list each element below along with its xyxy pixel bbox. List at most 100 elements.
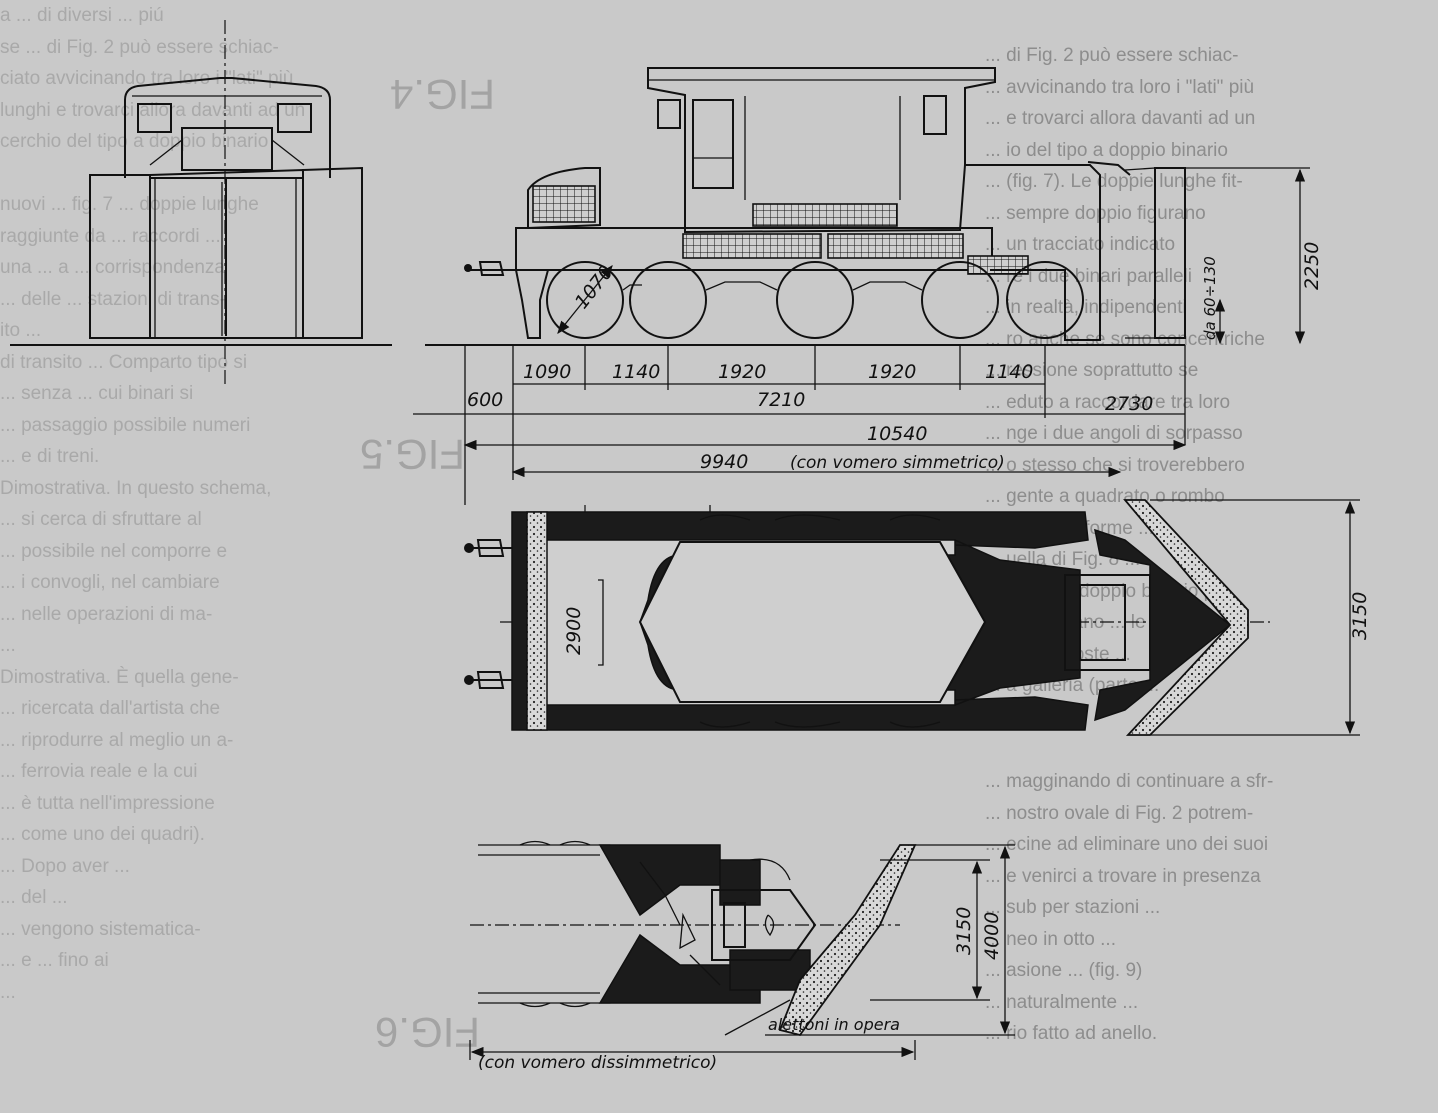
- asym-inner-housing: [711, 889, 817, 961]
- cab-door: [692, 99, 734, 189]
- front-side-box-left: [89, 174, 151, 339]
- front-hood-slope-left: [149, 139, 183, 166]
- front-bonnet: [527, 167, 601, 230]
- vent-grille-top: [752, 203, 898, 227]
- asym-plough-blade: [778, 844, 917, 1037]
- asym-width-closed-label: 3150: [953, 907, 975, 955]
- front-cab-outline: [124, 77, 331, 178]
- length-dimensions: 1090 1140 1920 1920 1140 600 7210 2730 1…: [413, 345, 1187, 505]
- plough-blade-side: [1154, 167, 1186, 339]
- bg-left-line: lunghi e trovarci allora davanti ad un: [0, 99, 306, 121]
- asym-frame-top: [598, 844, 721, 917]
- asym-mech-top: [719, 859, 761, 906]
- front-side-box-right: [302, 166, 363, 339]
- bg-left-line: ... e ... fino ai: [0, 950, 109, 971]
- front-bonnet-grille: [532, 185, 596, 223]
- plan-buffer-bottom: [464, 675, 474, 685]
- bg-left-line: ... come uno dei quadri).: [0, 824, 205, 845]
- buffer-height-label: da 60÷130: [1201, 256, 1219, 340]
- plan-wheel-flanges-bottom: [699, 721, 941, 728]
- symmetric-length-label: 9940: [700, 451, 748, 473]
- bg-left-line: di transito ... Comparto tipo si: [0, 351, 248, 373]
- bg-right-bottom-line: ... e venirci a trovare in presenza: [985, 865, 1261, 887]
- wings-label: alettoni in opera: [768, 1015, 900, 1034]
- axle-spacing-4: 1920: [868, 361, 916, 383]
- axle-spacing-1: 1090: [523, 361, 571, 383]
- total-length-label: 10540: [867, 423, 927, 445]
- body-hexagon: [638, 541, 987, 703]
- asym-frame-bottom: [598, 933, 761, 1004]
- bg-left-line: se ... di Fig. 2 può essere schiac-: [0, 36, 279, 58]
- axle-spacing-5: 1140: [985, 361, 1033, 383]
- bg-left-line: raggiunte da ... raccordi ...: [0, 225, 221, 247]
- bg-right-bottom-line: ... ecine ad eliminare uno dei suoi: [985, 834, 1269, 855]
- wheel-linkage: [622, 281, 923, 291]
- frame-width-label: 2900: [563, 607, 585, 655]
- cab-window-2: [923, 95, 947, 135]
- bg-left-line: ciato avvicinando tra loro i "lati" più: [0, 68, 294, 89]
- bg-right-line: ... nge i due angoli di sorpasso: [985, 423, 1243, 444]
- overhang-front-label: 600: [467, 389, 503, 411]
- bg-left-line: ... è tutta nell'impressione: [0, 792, 215, 814]
- bg-right-bottom-line: ... sub per stazioni ...: [985, 897, 1161, 918]
- plan-buffer-housing-top: [476, 539, 505, 557]
- background-text-right-bottom: ... magginando di continuare a sfr-... n…: [985, 766, 1438, 1050]
- bg-left-line: una ... a ... corrispondenza: [0, 257, 225, 278]
- bg-left-line: ... i convogli, nel cambiare: [0, 572, 220, 593]
- asym-width-open-label: 4000: [981, 912, 1003, 960]
- plan-buffer-top: [464, 543, 474, 553]
- bg-right-line: ... di Fig. 2 può essere schiac-: [985, 45, 1239, 66]
- bg-left-line: ... riprodurre al meglio un a-: [0, 729, 234, 751]
- axle-spacing-3: 1920: [718, 361, 766, 383]
- front-view: [10, 20, 392, 385]
- bg-left-line: a ... di diversi ... piú: [0, 5, 164, 26]
- cab-body: [647, 67, 996, 234]
- wheels: [546, 261, 1084, 339]
- bg-left-line: ... delle ... stazioni di trans-: [0, 288, 226, 310]
- bg-left-line: ... del ...: [0, 887, 68, 908]
- bg-right-line: ... sempre doppio figurano: [985, 202, 1206, 224]
- bg-left-line: ... possibile nel comporre e: [0, 540, 228, 562]
- front-window-right: [277, 103, 312, 133]
- underframe: [515, 227, 993, 271]
- bg-left-line: ... senza ... cui binari si: [0, 383, 194, 404]
- bg-left-line: ... ferrovia reale e la cui: [0, 761, 198, 782]
- front-pilot: [515, 269, 549, 339]
- wheel-4: [921, 261, 999, 339]
- plough-v-blade: [1123, 499, 1249, 736]
- symmetric-length-note: (con vomero simmetrico): [790, 453, 1005, 473]
- wheel-diameter-dim-line: [557, 264, 613, 335]
- bg-left-line: nuovi ... fig. 7 ... doppie lunghe: [0, 194, 259, 215]
- asym-caption: (con vomero dissimmetrico): [478, 1053, 717, 1073]
- bg-right-line: ... io del tipo a doppio binario: [985, 139, 1228, 161]
- wings-label-leader: [724, 999, 791, 1036]
- height-label: 2250: [1301, 242, 1323, 290]
- bg-left-line: ...: [0, 981, 16, 1003]
- plough-length-label: 2730: [1105, 393, 1153, 415]
- bg-left-line: ... ricercata dall'artista che: [0, 698, 221, 719]
- asym-inner-detail: [764, 914, 775, 937]
- bg-right-line: ... eduto a raccordare tra loro: [985, 391, 1231, 413]
- front-plough-outline: [149, 168, 304, 339]
- bg-right-line: ... in realtà, indipendenti: [985, 297, 1187, 318]
- vent-grille-left: [682, 233, 822, 259]
- bg-right-line: ... avvicinando tra loro i "lati" più: [985, 76, 1255, 98]
- bg-right-bottom-line: ... asione ... (fig. 9): [985, 960, 1143, 981]
- front-buffer-head: [464, 264, 472, 272]
- bg-left-line: ...: [0, 635, 16, 656]
- front-hood-slope-right: [271, 139, 305, 166]
- plough-width-label: 3150: [1349, 592, 1371, 640]
- asymmetric-plough-view: alettoni in opera 3150 4000 (con vomero …: [469, 840, 1015, 1073]
- asym-linkage-lines: [639, 858, 791, 986]
- front-window-left: [137, 103, 172, 133]
- plough-frame-inner-box: [1079, 584, 1126, 661]
- bg-left-line: ... Dopo aver ...: [0, 855, 130, 877]
- wheel-1: [546, 261, 624, 339]
- bg-left-line: ito ...: [0, 320, 42, 341]
- asym-inner-box: [723, 902, 746, 948]
- plough-mechanism: [1094, 528, 1232, 722]
- bg-left-line: Dimostrativa. In questo schema,: [0, 477, 272, 499]
- bg-left-line: ... vengono sistematica-: [0, 918, 201, 940]
